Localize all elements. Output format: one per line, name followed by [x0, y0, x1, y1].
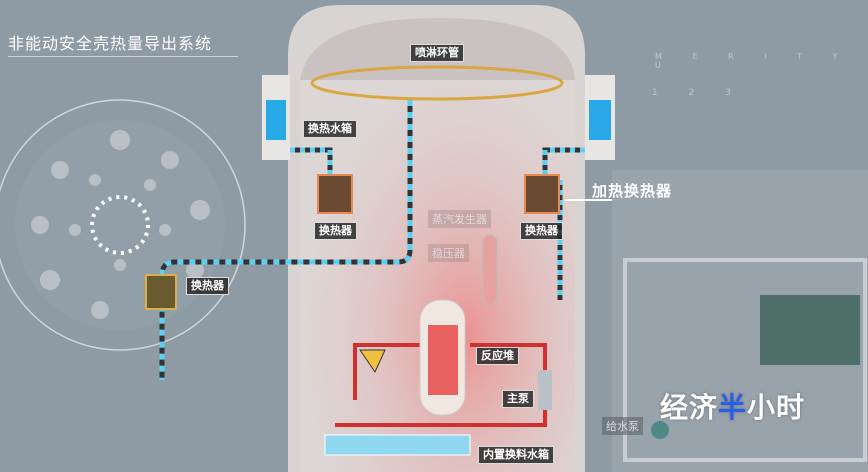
hex-number: 2 [688, 88, 695, 98]
label-heat-exchanger-left: 换热器 [314, 222, 357, 240]
title-divider [8, 56, 238, 57]
label-heat-exchange-tank: 换热水箱 [303, 120, 357, 138]
label-steam-generator: 蒸汽发生器 [428, 210, 491, 228]
label-heat-exchanger-right: 换热器 [520, 222, 563, 240]
spray-ring [310, 65, 564, 101]
feedwater-pump-icon [651, 421, 669, 439]
piping-frame [623, 258, 867, 462]
heat-exchanger-left [317, 174, 353, 214]
water-right [589, 100, 611, 140]
logo-part2: 小时 [747, 391, 806, 424]
primary-loop [335, 343, 547, 427]
label-heat-exchanger-outside: 换热器 [186, 277, 229, 295]
heat-exchanger-outside [145, 274, 177, 310]
label-heating-exchanger: 加热换热器 [592, 182, 673, 200]
decorative-circle [0, 99, 246, 351]
hex-number: 3 [725, 88, 731, 98]
refueling-water-tank [324, 434, 471, 456]
reactor-core [428, 325, 458, 395]
logo-part1: 经济 [660, 391, 719, 424]
hex-number: 1 [652, 88, 658, 98]
channel-logo: 经济半小时 [660, 386, 805, 426]
logo-half: 半 [718, 391, 748, 424]
label-reactor: 反应堆 [476, 347, 519, 365]
water-left [266, 100, 286, 140]
label-spray-ring: 喷淋环管 [410, 44, 464, 62]
warning-icon [359, 349, 386, 374]
equipment [760, 295, 860, 365]
main-pump [538, 370, 552, 410]
page-title: 非能动安全壳热量导出系统 [8, 34, 213, 53]
hex-panel-letters: M E R I T Y U [655, 52, 852, 70]
label-pressurizer: 稳压器 [428, 244, 469, 262]
label-feedwater-pump: 给水泵 [602, 417, 643, 435]
label-refueling-tank: 内置换料水箱 [478, 446, 554, 464]
pressurizer [482, 234, 498, 306]
heat-exchanger-right [524, 174, 560, 214]
label-main-pump: 主泵 [502, 390, 534, 408]
